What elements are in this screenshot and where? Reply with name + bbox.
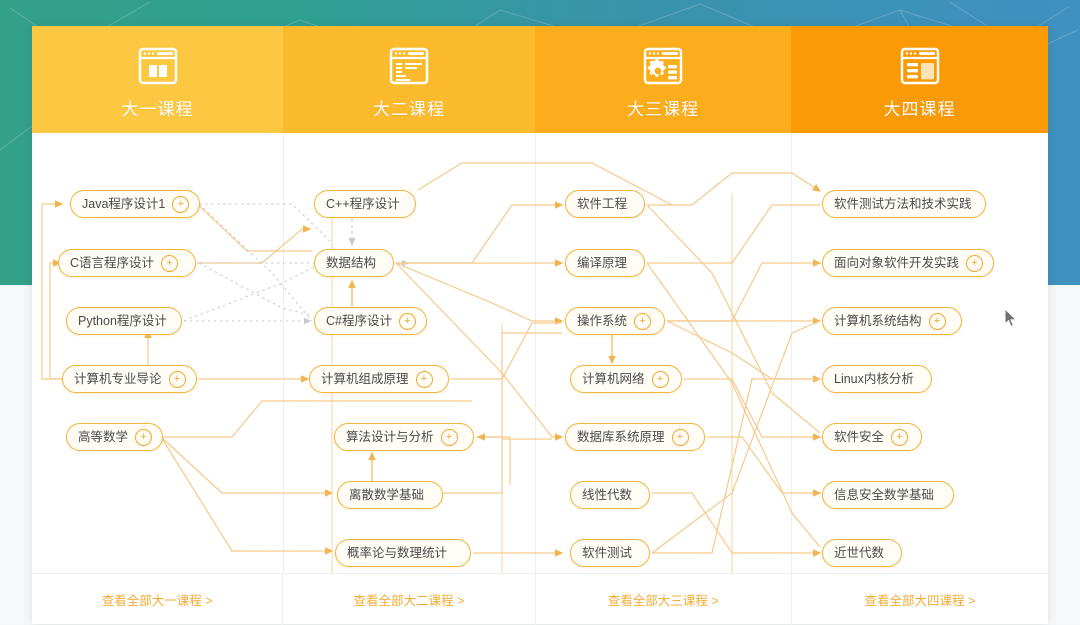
course-node[interactable]: 软件测试 <box>570 539 650 567</box>
expand-plus-icon[interactable]: + <box>161 254 179 272</box>
text-window-icon <box>387 40 431 86</box>
course-node[interactable]: 面向对象软件开发实践 + <box>822 249 995 277</box>
course-node[interactable]: Python程序设计 <box>66 307 182 335</box>
course-node-label: 离散数学基础 <box>349 487 425 502</box>
footer-links-row: 查看全部大一课程 > 查看全部大二课程 > 查看全部大三课程 > 查看全部大四课… <box>32 573 1048 625</box>
course-node[interactable]: 近世代数 <box>822 539 902 567</box>
course-node[interactable]: 概率论与数理统计 <box>335 539 471 567</box>
book-window-icon <box>136 40 180 86</box>
course-node-label: 概率论与数理统计 <box>347 545 448 560</box>
expand-plus-icon[interactable]: + <box>135 428 153 446</box>
course-node[interactable]: C语言程序设计 + <box>58 249 196 277</box>
course-node-label: 软件测试方法和技术实践 <box>834 196 972 211</box>
layout-window-icon <box>898 40 942 86</box>
year-header-year3[interactable]: 大三课程 <box>535 26 791 133</box>
expand-plus-icon[interactable]: + <box>671 428 689 446</box>
course-node-label: 数据库系统原理 <box>577 429 665 444</box>
course-node-label: Java程序设计1 <box>82 196 166 211</box>
column-separator <box>535 133 536 573</box>
column-separator <box>791 133 792 573</box>
course-node-label: 编译原理 <box>577 255 628 270</box>
footer-cell-year4: 查看全部大四课程 > <box>790 574 1048 625</box>
expand-plus-icon[interactable]: + <box>398 312 416 330</box>
view-all-year4-link[interactable]: 查看全部大四课程 > <box>864 594 976 608</box>
gear-window-icon <box>641 40 685 86</box>
expand-plus-icon[interactable]: + <box>168 370 186 388</box>
course-node-label: 算法设计与分析 <box>346 429 434 444</box>
year-header-title: 大三课程 <box>627 99 699 119</box>
course-node-label: C++程序设计 <box>326 196 400 211</box>
course-node[interactable]: 软件安全 + <box>822 423 922 451</box>
course-node[interactable]: 计算机专业导论 + <box>62 365 197 393</box>
course-node[interactable]: Linux内核分析 <box>822 365 932 393</box>
footer-cell-year3: 查看全部大三课程 > <box>534 574 791 625</box>
course-node-label: 计算机专业导论 <box>74 371 162 386</box>
year-header-row: 大一课程 <box>32 26 1048 133</box>
course-node-label: 计算机网络 <box>582 371 645 386</box>
course-node-label: 软件工程 <box>577 196 628 211</box>
course-node-label: 面向对象软件开发实践 <box>834 255 960 270</box>
course-node-label: 计算机组成原理 <box>321 371 409 386</box>
year-header-year2[interactable]: 大二课程 <box>283 26 535 133</box>
course-node[interactable]: 高等数学 + <box>66 423 164 451</box>
course-node-label: 高等数学 <box>78 429 129 444</box>
expand-plus-icon[interactable]: + <box>966 254 984 272</box>
mouse-pointer-icon <box>1004 307 1018 328</box>
course-node-label: 线性代数 <box>582 487 633 502</box>
footer-cell-year2: 查看全部大二课程 > <box>282 574 534 625</box>
view-all-year2-link[interactable]: 查看全部大二课程 > <box>353 594 465 608</box>
course-node[interactable]: 信息安全数学基础 <box>822 481 954 509</box>
course-node-label: 数据结构 <box>326 255 377 270</box>
expand-plus-icon[interactable]: + <box>440 428 458 446</box>
expand-plus-icon[interactable]: + <box>651 370 669 388</box>
course-node-label: Linux内核分析 <box>834 371 914 386</box>
course-node[interactable]: 数据库系统原理 + <box>565 423 705 451</box>
course-node-label: 信息安全数学基础 <box>834 487 935 502</box>
expand-plus-icon[interactable]: + <box>172 195 190 213</box>
course-node[interactable]: 计算机网络 + <box>570 365 682 393</box>
course-node[interactable]: 操作系统 + <box>565 307 665 335</box>
course-node-label: C#程序设计 <box>326 313 392 328</box>
expand-plus-icon[interactable]: + <box>928 312 946 330</box>
course-node-label: 软件测试 <box>582 545 633 560</box>
course-node-label: Python程序设计 <box>78 313 167 328</box>
view-all-year3-link[interactable]: 查看全部大三课程 > <box>607 594 719 608</box>
year-header-year1[interactable]: 大一课程 <box>32 26 283 133</box>
course-node[interactable]: 软件测试方法和技术实践 <box>822 190 986 218</box>
course-node-label: 操作系统 <box>577 313 628 328</box>
course-node[interactable]: 计算机组成原理 + <box>309 365 449 393</box>
expand-plus-icon[interactable]: + <box>634 312 652 330</box>
view-all-year1-link[interactable]: 查看全部大一课程 > <box>101 594 213 608</box>
course-node[interactable]: 编译原理 <box>565 249 645 277</box>
year-header-title: 大四课程 <box>883 99 956 119</box>
course-node[interactable]: C#程序设计 + <box>314 307 427 335</box>
course-node[interactable]: C++程序设计 <box>314 190 416 218</box>
footer-cell-year1: 查看全部大一课程 > <box>32 574 282 625</box>
column-separator <box>283 133 284 573</box>
course-node-label: 计算机系统结构 <box>834 313 922 328</box>
course-node[interactable]: 离散数学基础 <box>337 481 443 509</box>
course-node[interactable]: 算法设计与分析 + <box>334 423 474 451</box>
course-node[interactable]: Java程序设计1 + <box>70 190 201 218</box>
course-map-card: 大一课程 <box>32 26 1048 625</box>
course-node[interactable]: 软件工程 <box>565 190 645 218</box>
connector-lines <box>41 162 822 573</box>
course-node[interactable]: 数据结构 <box>314 249 394 277</box>
expand-plus-icon[interactable]: + <box>415 370 433 388</box>
prerequisite-graph: Java程序设计1+C语言程序设计+Python程序设计计算机专业导论+高等数学… <box>32 133 1048 573</box>
course-node-label: C语言程序设计 <box>70 255 155 270</box>
expand-plus-icon[interactable]: + <box>891 428 909 446</box>
course-node[interactable]: 计算机系统结构 + <box>822 307 962 335</box>
course-node-label: 软件安全 <box>834 429 885 444</box>
year-header-title: 大一课程 <box>121 99 194 119</box>
year-header-year4[interactable]: 大四课程 <box>791 26 1048 133</box>
year-header-title: 大二课程 <box>373 99 445 119</box>
course-node[interactable]: 线性代数 <box>570 481 650 509</box>
course-node-label: 近世代数 <box>834 545 885 560</box>
